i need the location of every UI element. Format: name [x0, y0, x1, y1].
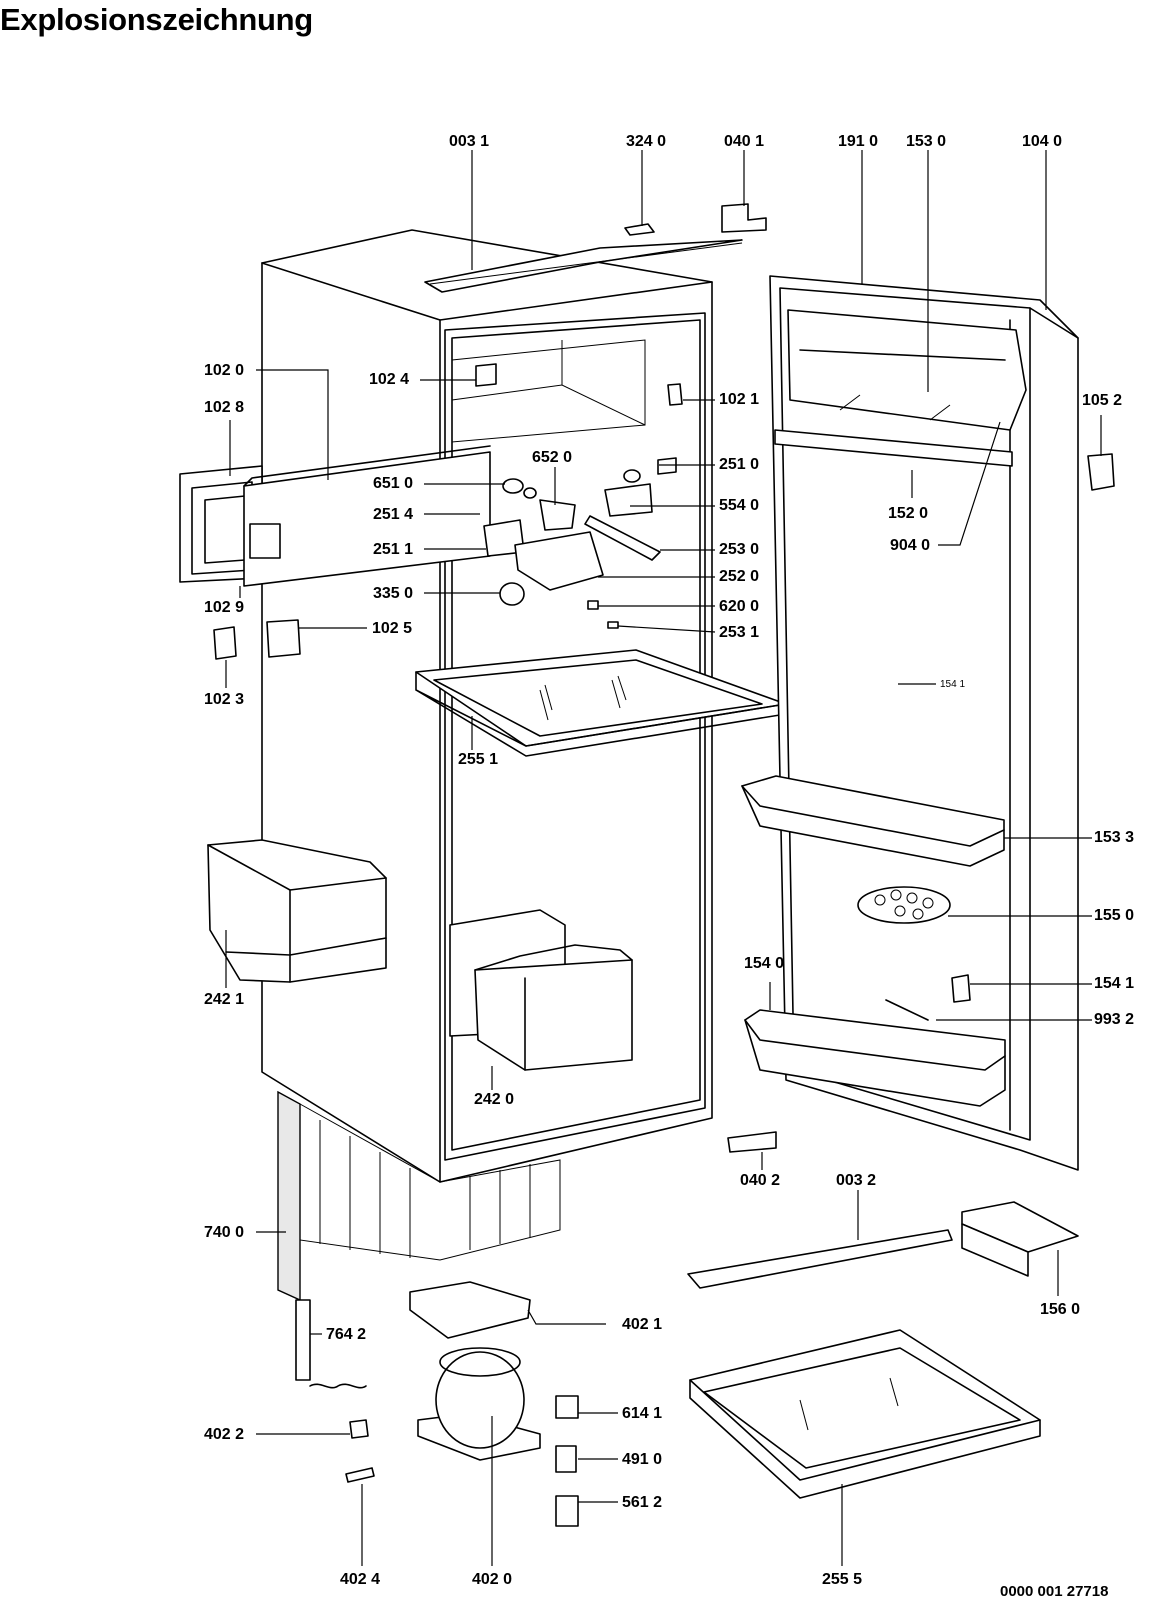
label-153-3: 153 3	[1094, 829, 1135, 846]
control-components	[213, 363, 683, 660]
label-253-1: 253 1	[719, 624, 760, 641]
label-102-0: 102 0	[204, 362, 245, 379]
part-154-0-door-shelf	[744, 1009, 1006, 1107]
label-102-8: 102 8	[204, 399, 245, 416]
part-242-0-drawer	[449, 909, 633, 1071]
label-561-2: 561 2	[622, 1494, 663, 1511]
label-156-0: 156 0	[1040, 1301, 1081, 1318]
label-764-2: 764 2	[326, 1326, 367, 1343]
part-003-1-strip	[424, 239, 743, 293]
label-402-0: 402 0	[472, 1571, 513, 1588]
label-252-0: 252 0	[719, 568, 760, 585]
part-153-3-door-shelf	[741, 775, 1005, 867]
label-154-1: 154 1	[1094, 975, 1135, 992]
part-491-0	[555, 1445, 577, 1473]
label-904-0: 904 0	[890, 537, 931, 554]
part-255-1-glass-shelf	[415, 649, 787, 757]
label-255-1: 255 1	[458, 751, 499, 768]
label-102-9: 102 9	[204, 599, 245, 616]
label-155-0: 155 0	[1094, 907, 1135, 924]
part-255-5-glass-shelf	[689, 1329, 1041, 1499]
part-402-1-bracket	[409, 1281, 531, 1339]
label-191-0: 191 0	[838, 133, 879, 150]
label-251-4: 251 4	[373, 506, 414, 523]
part-402-0-compressor	[417, 1347, 541, 1461]
label-620-0: 620 0	[719, 598, 760, 615]
part-156-0-ice-tray	[961, 1201, 1079, 1277]
label-242-1: 242 1	[204, 991, 245, 1008]
part-993-2	[885, 999, 929, 1021]
label-255-5: 255 5	[822, 1571, 863, 1588]
label-324-0: 324 0	[626, 133, 667, 150]
label-153-0: 153 0	[906, 133, 947, 150]
part-402-2	[349, 1419, 369, 1439]
part-040-2-hinge	[727, 1131, 777, 1153]
page-title: Explosionszeichnung	[0, 2, 313, 37]
part-614-1	[555, 1395, 579, 1419]
label-154-0: 154 0	[744, 955, 785, 972]
label-104-0: 104 0	[1022, 133, 1063, 150]
label-102-1: 102 1	[719, 391, 760, 408]
label-102-5: 102 5	[372, 620, 413, 637]
label-105-2: 105 2	[1082, 392, 1123, 409]
drawing-code: 0000 001 27718	[1000, 1583, 1109, 1600]
part-155-0-egg-tray	[857, 886, 951, 924]
label-651-0: 651 0	[373, 475, 414, 492]
label-993-2: 993 2	[1094, 1011, 1135, 1028]
part-764-2-capillary	[295, 1299, 367, 1389]
label-040-1: 040 1	[724, 133, 765, 150]
label-251-1: 251 1	[373, 541, 414, 558]
label-102-3: 102 3	[204, 691, 245, 708]
label-554-0: 554 0	[719, 497, 760, 514]
part-153-0-compartment	[774, 309, 1027, 467]
label-491-0: 491 0	[622, 1451, 663, 1468]
label-242-0: 242 0	[474, 1091, 515, 1108]
part-402-4	[345, 1467, 375, 1483]
label-402-2: 402 2	[204, 1426, 245, 1443]
part-242-1-drawer	[207, 839, 387, 983]
label-614-1: 614 1	[622, 1405, 663, 1422]
part-561-2	[555, 1495, 579, 1527]
label-003-1: 003 1	[449, 133, 490, 150]
label-402-4: 402 4	[340, 1571, 381, 1588]
label-253-0: 253 0	[719, 541, 760, 558]
label-652-0: 652 0	[532, 449, 573, 466]
label-152-0: 152 0	[888, 505, 929, 522]
label-251-0: 251 0	[719, 456, 760, 473]
part-324-0	[624, 223, 655, 236]
label-003-2: 003 2	[836, 1172, 877, 1189]
label-402-1: 402 1	[622, 1316, 663, 1333]
part-105-2-hinge	[1087, 453, 1115, 491]
label-040-2: 040 2	[740, 1172, 781, 1189]
part-040-1-hinge	[721, 203, 767, 233]
label-740-0: 740 0	[204, 1224, 245, 1241]
leader-lines	[225, 150, 1102, 1566]
label-102-4: 102 4	[369, 371, 410, 388]
part-154-1-clip	[951, 974, 971, 1003]
label-335-0: 335 0	[373, 585, 414, 602]
part-003-2-strip	[687, 1229, 953, 1289]
label-154-1-small: 154 1	[940, 679, 966, 690]
